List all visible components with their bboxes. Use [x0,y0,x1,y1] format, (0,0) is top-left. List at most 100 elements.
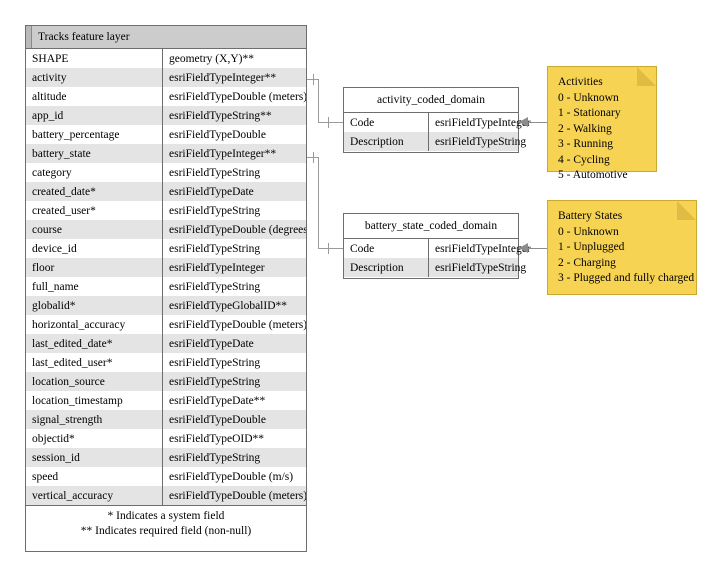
field-name-cell: battery_percentage [26,125,163,144]
field-name-cell: vertical_accuracy [26,486,163,506]
field-name-cell: last_edited_user* [26,353,163,372]
table-row: Code esriFieldTypeInteger [344,239,531,258]
field-name-cell: SHAPE [26,49,163,68]
field-name-cell: created_user* [26,201,163,220]
field-name-cell: floor [26,258,163,277]
field-type-cell: esriFieldTypeString [162,239,306,258]
field-type-cell: esriFieldTypeDouble (meters) [162,486,306,506]
field-name-cell: battery_state [26,144,163,163]
note-line: 0 - Unknown [558,91,619,104]
connector-activity-h1 [307,79,319,80]
field-name-cell: altitude [26,87,163,106]
feature-layer-legend-cell: * Indicates a system field** Indicates r… [26,505,306,543]
field-type-cell: esriFieldTypeString [162,372,306,391]
field-type-cell: esriFieldTypeString [162,201,306,220]
field-name-cell: full_name [26,277,163,296]
field-type-cell: esriFieldTypeInteger** [162,68,306,87]
field-type-cell: esriFieldTypeInteger [162,258,306,277]
field-type-cell: esriFieldTypeString [162,353,306,372]
field-type-cell: esriFieldTypeOID** [162,429,306,448]
note-line: 1 - Stationary [558,107,621,119]
connector-battery-h2 [318,248,343,249]
activity-domain-title: activity_coded_domain [344,88,518,113]
field-type-cell: esriFieldTypeInteger** [162,144,306,163]
field-type-cell: esriFieldTypeDate [162,334,306,353]
arrowhead-activities-icon [519,117,528,127]
field-name-cell: horizontal_accuracy [26,315,163,334]
arrowhead-battery-icon [519,243,528,253]
connector-activity-v [318,79,319,123]
field-name-cell: app_id [26,106,163,125]
note-line: 5 - Automotive [558,169,628,181]
field-name-cell: activity [26,68,163,87]
field-type-cell: esriFieldTypeDate [162,182,306,201]
note-fold-corner-icon [677,201,696,220]
field-type-cell: geometry (X,Y)** [162,49,306,68]
field-name-cell: location_timestamp [26,391,163,410]
connector-activity-h2 [318,122,343,123]
field-name-cell: globalid* [26,296,163,315]
field-name-cell: created_date* [26,182,163,201]
battery-note-title: Battery States [558,210,623,222]
feature-layer-legend-row: * Indicates a system field** Indicates r… [26,505,306,543]
note-link-battery [519,248,549,249]
legend-line: * Indicates a system field [107,510,225,522]
field-type-cell: esriFieldTypeDouble (meters) [162,87,306,106]
field-type-cell: esriFieldTypeDouble (m/s) [162,467,306,486]
field-type-cell: esriFieldTypeDate** [162,391,306,410]
note-link-activities [519,122,549,123]
field-name-cell: location_source [26,372,163,391]
note-line: 4 - Cycling [558,153,610,166]
connector-tick-activity-domain [328,117,329,128]
field-type-cell: esriFieldTypeString [428,258,526,277]
table-row: created_date*esriFieldTypeDate [26,182,306,201]
table-row: objectid*esriFieldTypeOID** [26,429,306,448]
connector-battery-v [318,157,319,249]
field-name-cell: device_id [26,239,163,258]
note-line: 3 - Running [558,138,613,150]
battery-domain-title: battery_state_coded_domain [344,214,518,239]
note-line: 3 - Plugged and fully charged [558,272,695,284]
connector-battery-h1 [307,157,319,158]
field-type-cell: esriFieldTypeGlobalID** [162,296,306,315]
field-type-cell: esriFieldTypeString [162,163,306,182]
field-name-cell: Code [344,239,429,258]
field-name-cell: Description [344,258,429,277]
field-type-cell: esriFieldTypeString** [162,106,306,125]
note-line: 1 - Unplugged [558,241,625,253]
field-type-cell: esriFieldTypeDouble [162,410,306,429]
field-name-cell: last_edited_date* [26,334,163,353]
field-name-cell: session_id [26,448,163,467]
field-type-cell: esriFieldTypeInteger [435,242,531,255]
field-type-cell: esriFieldTypeString [162,448,306,467]
field-type-cell: esriFieldTypeString [162,277,306,296]
activities-note-title: Activities [558,76,603,88]
